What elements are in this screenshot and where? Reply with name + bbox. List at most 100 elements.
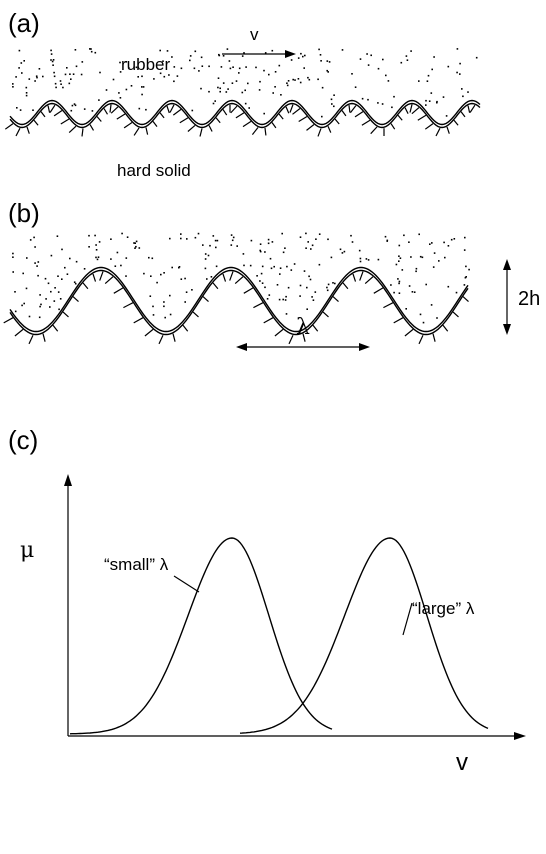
rubber-dot — [256, 275, 258, 277]
rubber-dot — [431, 68, 433, 71]
hatch-mark — [4, 123, 14, 130]
rubber-dot — [62, 86, 64, 89]
rubber-dot — [202, 244, 204, 246]
rubber-dot — [284, 299, 287, 301]
rubber-dot — [66, 67, 68, 69]
rubber-dot — [72, 73, 75, 75]
rubber-dot — [90, 48, 92, 50]
rubber-dot — [159, 49, 161, 52]
rubber-dot — [393, 291, 395, 294]
rubber-dot — [49, 306, 51, 308]
rubber-dot — [465, 265, 467, 268]
rubber-dot — [377, 102, 379, 104]
rubber-dot — [359, 260, 362, 263]
rubber-dot — [121, 232, 123, 235]
rubber-dot — [267, 242, 270, 245]
rubber-dot — [91, 110, 94, 112]
panel-c-label: (c) — [8, 425, 38, 455]
rubber-dot — [206, 278, 208, 280]
rubber-dot — [302, 55, 304, 58]
rubber-dot — [261, 265, 264, 268]
rubber-dot — [39, 305, 41, 308]
rubber-dot — [280, 94, 282, 96]
rubber-dot — [225, 91, 228, 93]
hatch-mark — [435, 127, 441, 137]
rubber-dot — [241, 55, 244, 57]
rubber-dot — [391, 106, 393, 109]
rubber-dot — [23, 302, 25, 305]
rubber-dot — [320, 60, 322, 62]
rubber-dot — [464, 236, 466, 239]
rubber-dot — [222, 55, 225, 57]
wavelength-arrowhead-right — [359, 343, 370, 351]
hatch-mark — [47, 105, 51, 113]
rubber-dot — [209, 244, 211, 247]
rubber-dot — [299, 295, 301, 297]
hatch-mark — [383, 302, 394, 309]
rubber-dot — [138, 247, 141, 249]
hatch-mark — [332, 296, 339, 303]
rubber-dot — [173, 80, 175, 83]
y-axis-label: μ — [20, 538, 34, 563]
hatch-mark — [312, 324, 319, 332]
hatch-mark — [52, 324, 59, 332]
rubber-dot — [293, 263, 296, 265]
rubber-dot — [16, 107, 18, 109]
rubber-dot — [51, 60, 54, 63]
hatch-mark — [334, 118, 340, 125]
rubber-dot — [243, 264, 245, 267]
rubber-dot — [184, 277, 186, 280]
hatch-mark — [446, 126, 450, 134]
rubber-dot — [299, 236, 302, 238]
rubber-dot — [326, 289, 329, 292]
rubber-dot — [397, 278, 399, 280]
rubber-dot — [228, 60, 231, 62]
rubber-dot — [284, 247, 286, 249]
hatch-mark — [469, 104, 476, 113]
rubber-dot — [276, 284, 279, 286]
rubber-dot — [468, 268, 470, 271]
hatch-mark — [292, 108, 301, 115]
hatch-mark — [306, 124, 315, 131]
rubber-dot — [330, 256, 333, 259]
rubber-dot — [415, 267, 418, 270]
rubber-dot — [314, 291, 317, 293]
rubber-dot — [25, 86, 28, 89]
hatch-mark — [123, 122, 133, 129]
hatch-mark — [359, 271, 364, 281]
hatch-mark — [424, 123, 434, 130]
wavelength-label: λ — [296, 315, 310, 340]
hatch-mark — [172, 333, 176, 342]
rubber-dot — [152, 314, 155, 316]
rubber-dot — [245, 66, 247, 68]
hatch-mark — [327, 125, 332, 133]
hatch-mark — [462, 296, 469, 303]
rubber-dot — [33, 236, 35, 239]
rubber-dot — [408, 285, 411, 287]
hatch-mark — [15, 127, 21, 137]
rubber-dot — [151, 257, 154, 260]
rubber-dot — [244, 89, 246, 92]
rubber-dot — [230, 244, 233, 246]
rubber-dot — [260, 272, 263, 275]
rubber-dot — [135, 240, 138, 243]
hatch-mark — [28, 334, 34, 345]
rubber-dot — [148, 256, 150, 259]
rubber-dot — [184, 301, 186, 303]
rubber-dot — [37, 261, 40, 263]
rubber-dot — [328, 61, 331, 63]
rubber-dot — [401, 269, 404, 271]
rubber-dot — [247, 82, 249, 85]
hatch-mark — [251, 127, 259, 135]
rubber-dot — [445, 115, 448, 117]
rubber-dot — [171, 266, 173, 269]
rubber-dot — [419, 255, 422, 258]
rubber-dot — [201, 65, 204, 67]
rubber-dot — [278, 64, 281, 67]
rubber-dot — [208, 90, 210, 93]
hatch-mark — [442, 324, 449, 332]
height-label: 2h — [518, 288, 540, 310]
rubber-dot — [75, 260, 78, 263]
rubber-dot — [429, 243, 431, 245]
hatch-mark — [3, 317, 14, 324]
